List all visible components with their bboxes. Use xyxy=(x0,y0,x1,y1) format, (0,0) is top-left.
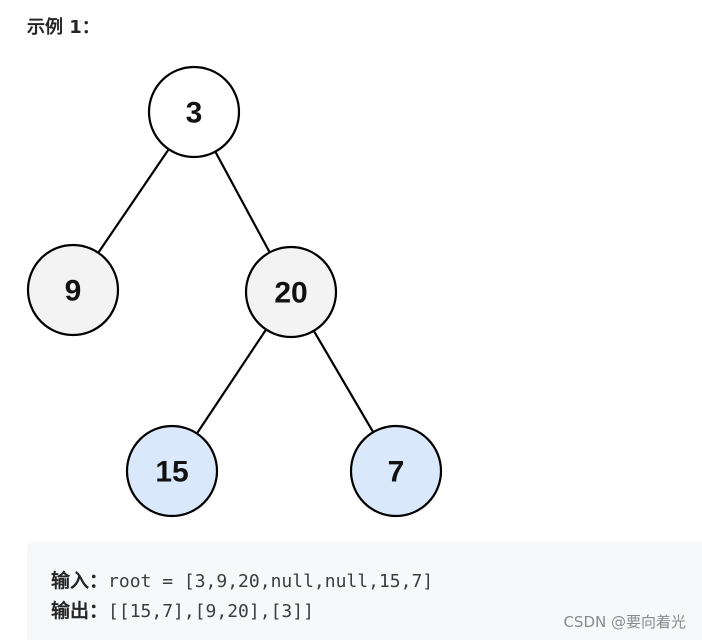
tree-node-7: 7 xyxy=(349,424,443,518)
tree-node-3: 3 xyxy=(147,65,241,159)
example-code-block: 输入：root = [3,9,20,null,null,15,7] 输出：[[1… xyxy=(27,542,702,640)
tree-edge-n20-n7 xyxy=(312,330,375,433)
tree-node-circle xyxy=(125,424,219,518)
tree-edge-n3-n9 xyxy=(97,148,170,254)
example-heading: 示例 1： xyxy=(27,17,100,38)
tree-node-label: 3 xyxy=(186,97,203,130)
csdn-watermark: CSDN @要向着光 xyxy=(563,613,686,631)
tree-node-circle xyxy=(349,424,443,518)
output-label: 输出： xyxy=(51,600,109,622)
input-label: 输入： xyxy=(51,570,109,592)
tree-edges xyxy=(97,148,375,435)
binary-tree-diagram: 3 9 20 15 7 xyxy=(26,65,443,518)
tree-edge-n20-n15 xyxy=(195,328,268,435)
input-value: root = [3,9,20,null,null,15,7] xyxy=(108,571,434,592)
output-line: 输出：[[15,7],[9,20],[3]] xyxy=(51,602,314,621)
tree-node-label: 15 xyxy=(155,456,188,489)
tree-node-circle xyxy=(26,243,120,337)
input-line: 输入：root = [3,9,20,null,null,15,7] xyxy=(51,572,433,591)
output-value: [[15,7],[9,20],[3]] xyxy=(108,601,314,622)
tree-node-9: 9 xyxy=(26,243,120,337)
tree-node-label: 20 xyxy=(274,277,307,310)
tree-node-circle xyxy=(147,65,241,159)
tree-edge-n3-n20 xyxy=(214,151,271,253)
tree-node-circle xyxy=(244,245,338,339)
tree-node-label: 7 xyxy=(388,456,405,489)
tree-node-label: 9 xyxy=(65,275,82,308)
tree-nodes: 3 9 20 15 7 xyxy=(26,65,443,518)
tree-node-20: 20 xyxy=(244,245,338,339)
tree-node-15: 15 xyxy=(125,424,219,518)
